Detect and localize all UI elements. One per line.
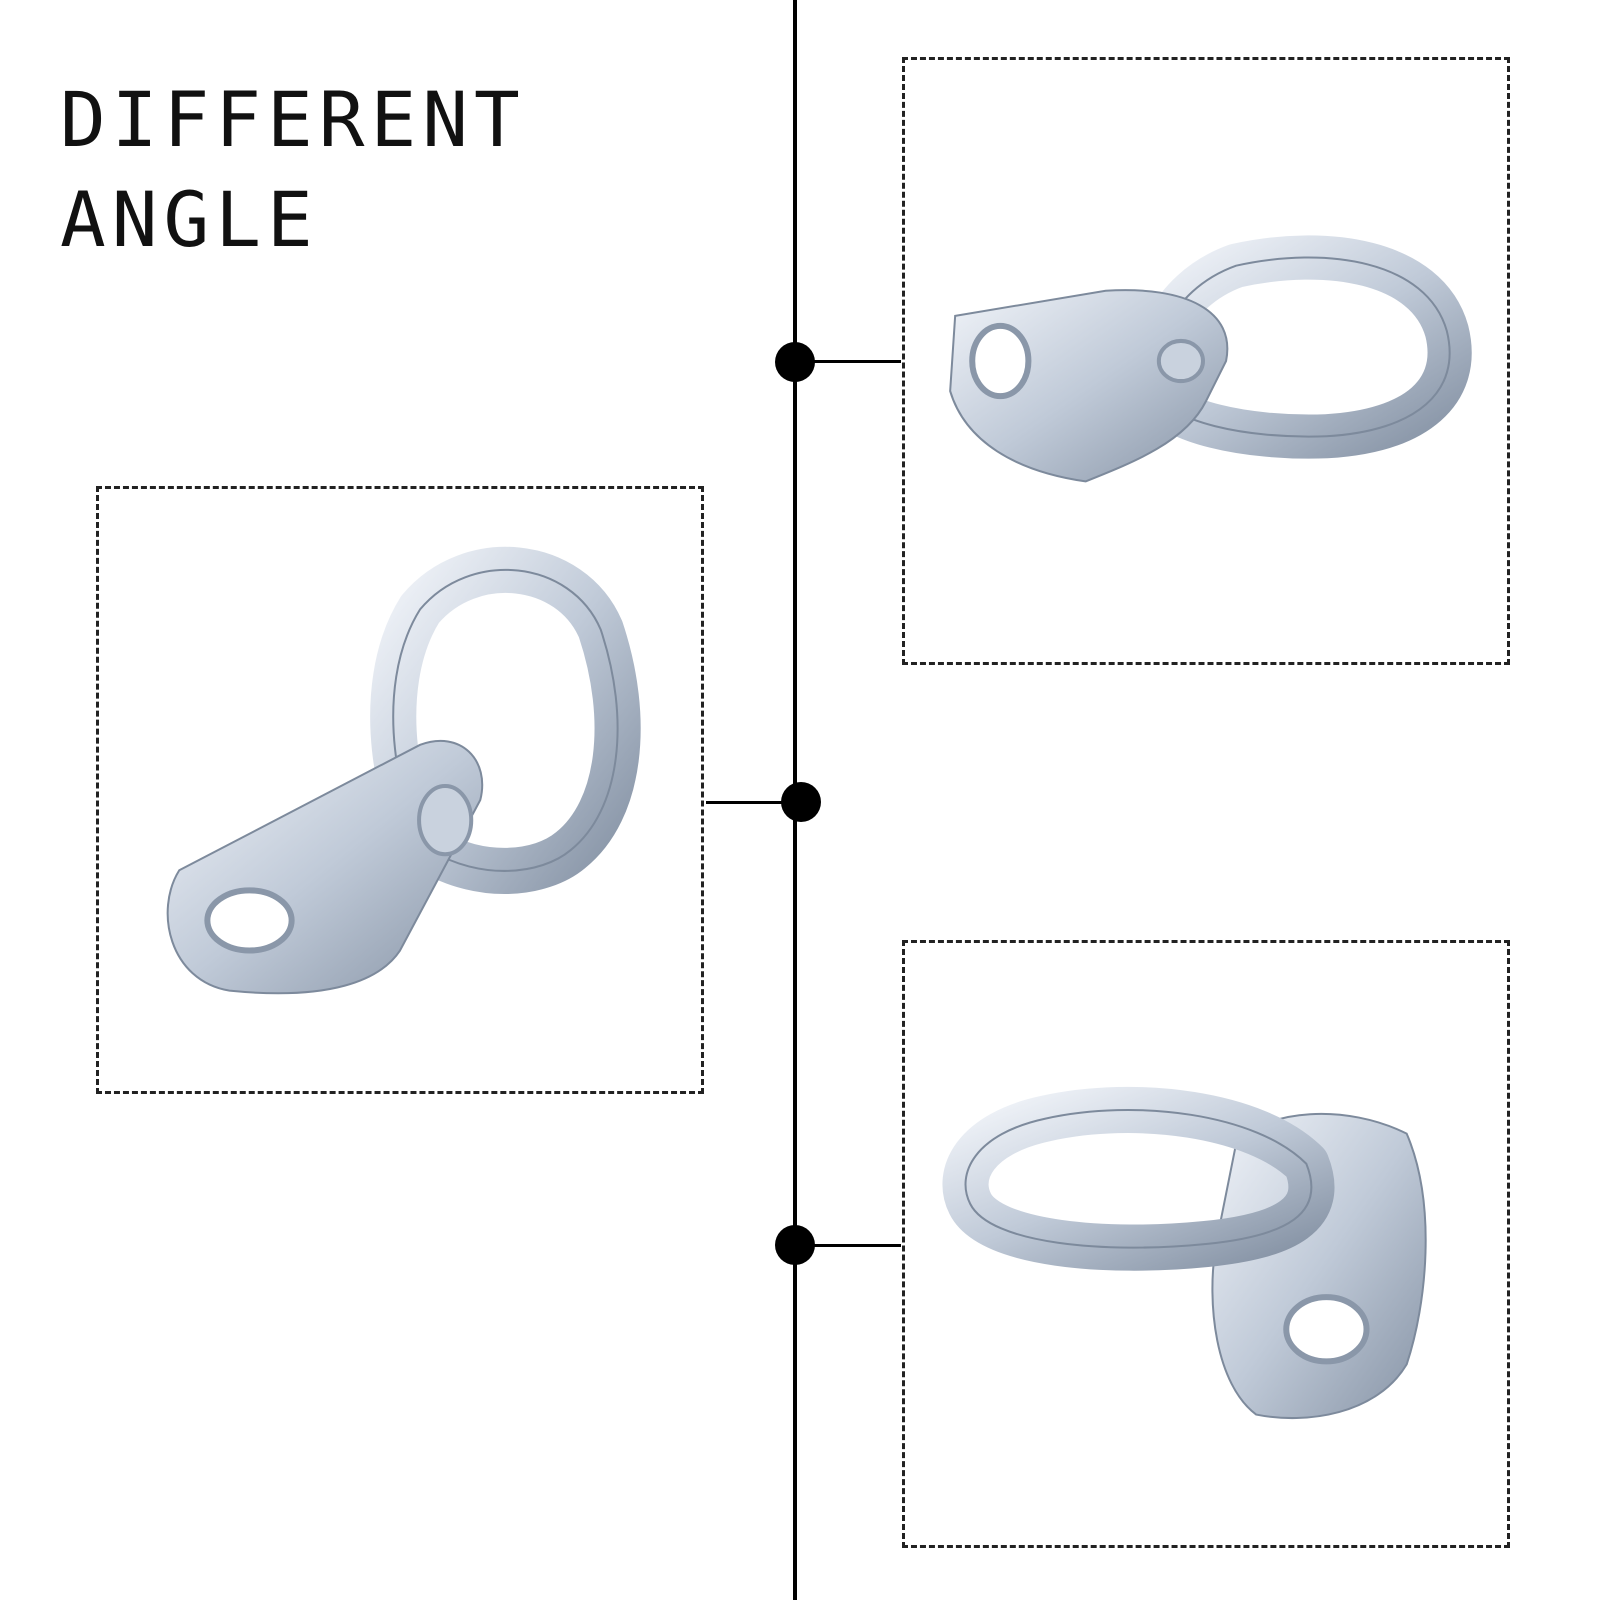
view-frame-bottom-right [902, 940, 1510, 1548]
view-frame-top-right [902, 57, 1510, 665]
d-ring-tie-down-icon [166, 546, 641, 995]
title-line-1: DIFFERENT [60, 75, 526, 164]
d-ring-tie-down-icon [942, 1086, 1427, 1420]
page-title: DIFFERENT ANGLE [60, 70, 526, 270]
timeline-dot-middle [781, 782, 821, 822]
title-line-2: ANGLE [60, 175, 319, 264]
view-frame-middle-left [96, 486, 704, 1094]
d-ring-tie-down-icon [949, 235, 1472, 483]
connector-top [797, 360, 901, 363]
connector-middle [706, 801, 786, 804]
connector-bottom [797, 1244, 901, 1247]
